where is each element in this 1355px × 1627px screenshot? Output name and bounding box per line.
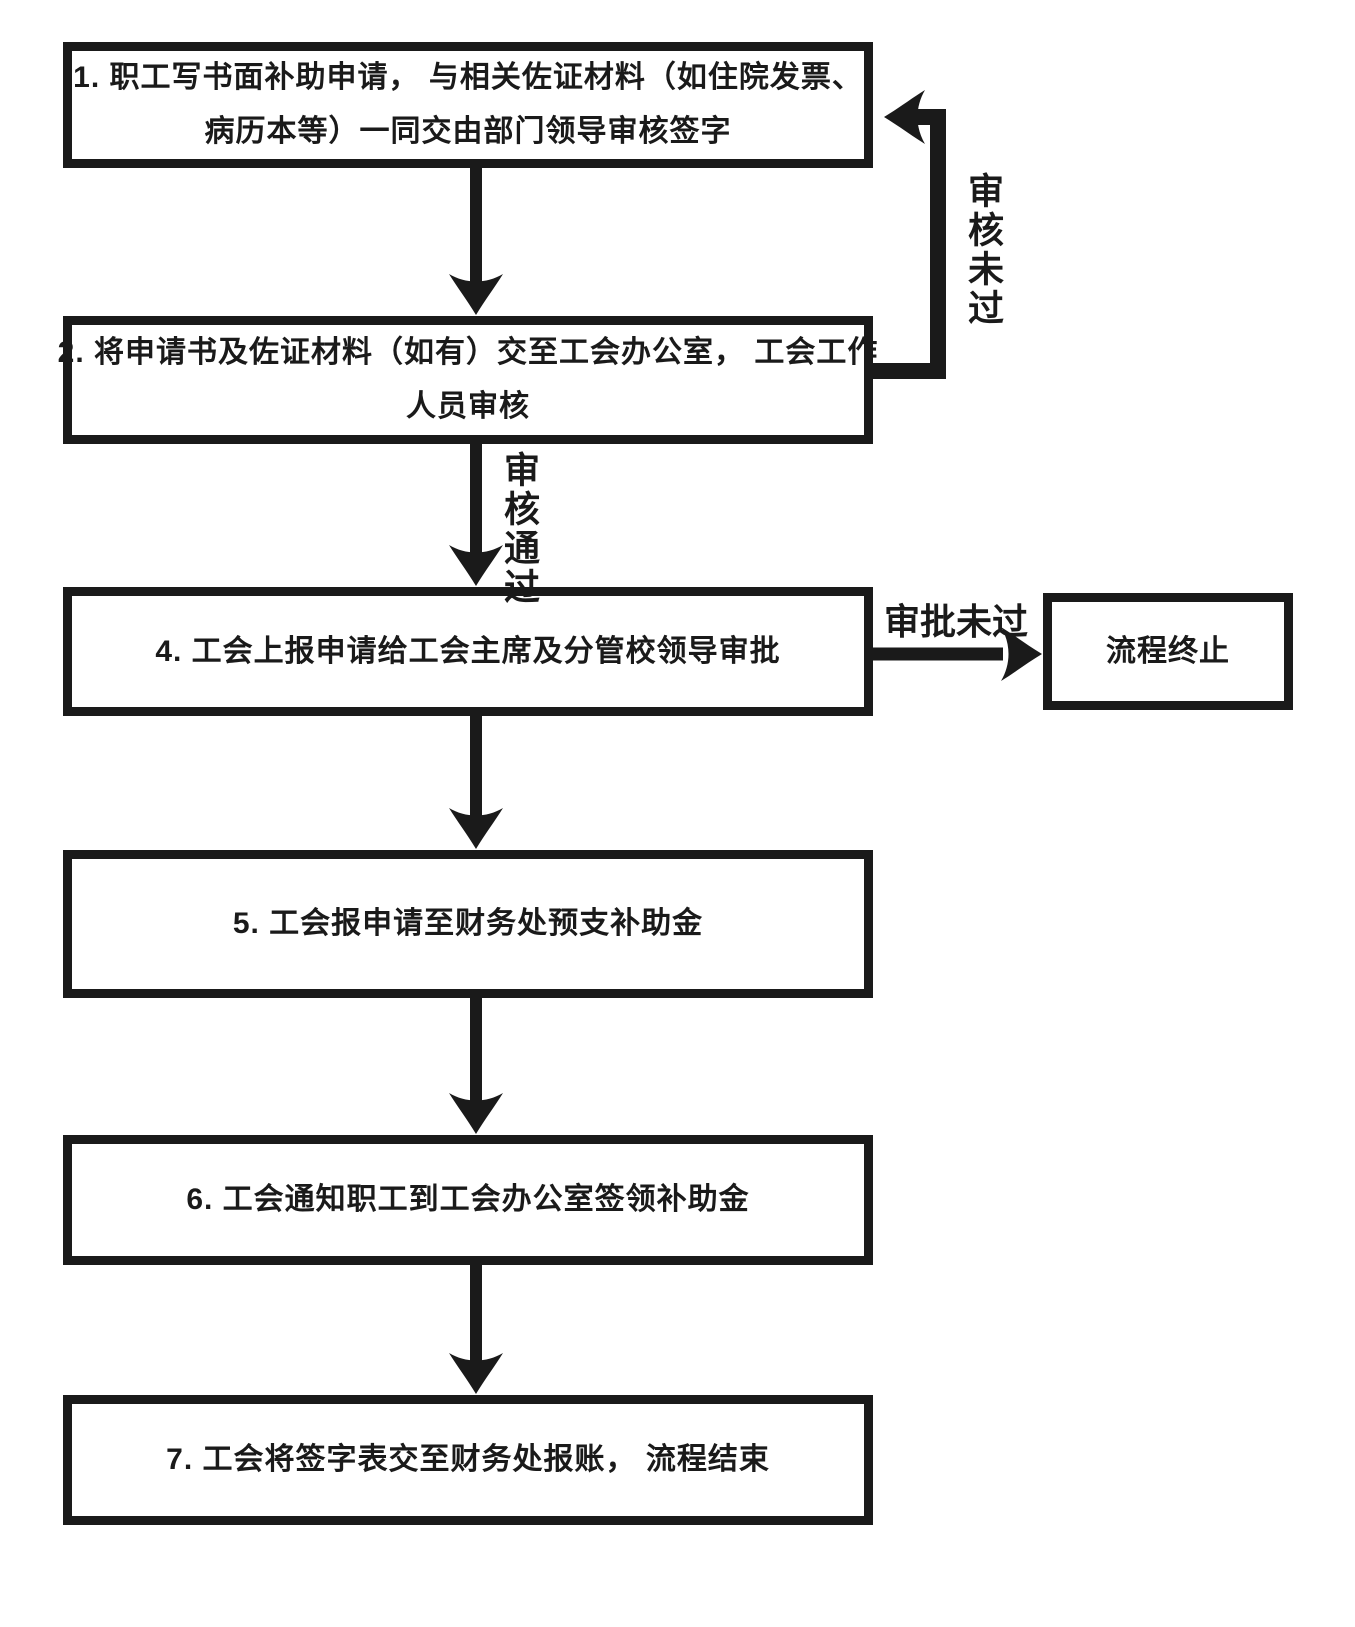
arrowhead-feedback-to-step1 [884, 90, 925, 144]
step-1-box: 1. 职工写书面补助申请， 与相关佐证材料（如住院发票、 病历本等）一同交由部门… [63, 42, 873, 168]
step-1-text-line1: 1. 职工写书面补助申请， 与相关佐证材料（如住院发票、 [73, 61, 863, 94]
step-6-text: 6. 工会通知职工到工会办公室签领补助金 [186, 1183, 750, 1216]
step-4-text: 4. 工会上报申请给工会主席及分管校领导审批 [155, 634, 781, 668]
step-7-box: 7. 工会将签字表交至财务处报账， 流程结束 [63, 1395, 873, 1525]
edge-label-review-failed: 审核未过 [963, 172, 1004, 328]
step-1-text-line2: 病历本等）一同交由部门领导审核签字 [204, 115, 732, 148]
step-4-box: 4. 工会上报申请给工会主席及分管校领导审批 [63, 587, 873, 716]
terminate-box: 流程终止 [1043, 593, 1293, 710]
step-6-box: 6. 工会通知职工到工会办公室签领补助金 [63, 1135, 873, 1265]
arrowhead-step1-to-step2 [449, 274, 503, 315]
feedback-elbow-step2-to-step1 [873, 109, 946, 379]
step-2-text-line1: 2. 将申请书及佐证材料（如有）交至工会办公室， 工会工作 [57, 336, 879, 369]
arrowhead-step4-to-step5 [449, 808, 503, 849]
step-5-text: 5. 工会报申请至财务处预支补助金 [232, 907, 704, 940]
arrowhead-step5-to-step6 [449, 1093, 503, 1134]
edge-label-review-passed: 审核通过 [499, 451, 540, 607]
terminate-text: 流程终止 [1106, 634, 1230, 668]
step-2-text-line2: 人员审核 [406, 390, 530, 423]
edge-label-approval-failed: 审批未过 [884, 601, 1029, 642]
step-2-box: 2. 将申请书及佐证材料（如有）交至工会办公室， 工会工作 人员审核 [58, 316, 877, 444]
step-5-box: 5. 工会报申请至财务处预支补助金 [63, 850, 873, 998]
step-7-text: 7. 工会将签字表交至财务处报账， 流程结束 [166, 1443, 770, 1476]
arrowhead-step4-to-terminate [1001, 627, 1042, 681]
arrowhead-step6-to-step7 [449, 1353, 503, 1394]
arrowhead-step2-to-step4 [449, 545, 503, 586]
